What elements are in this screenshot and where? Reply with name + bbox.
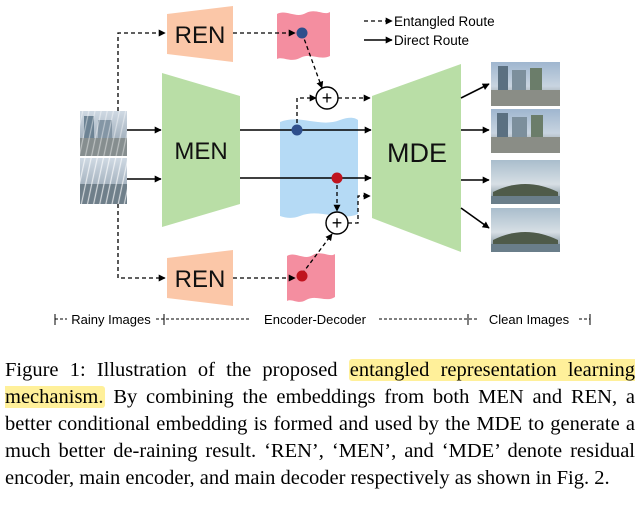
caption-text-before: Illustration of the proposed <box>96 358 338 381</box>
residual-embedding-bottom-shape <box>287 253 335 302</box>
direct-route-mde-to-out1 <box>460 83 490 99</box>
embedding-node-main-upper <box>291 124 303 136</box>
figure-caption: Figure 1: Illustration of the proposed e… <box>5 357 636 492</box>
rainy-image-2 <box>80 158 127 204</box>
rainy-image-1 <box>80 111 127 156</box>
sum-operator-bottom-symbol: + <box>332 213 343 233</box>
entangled-route-embedding-top-to-plus <box>301 32 324 89</box>
direct-route-mde-to-out4 <box>460 207 490 229</box>
stage-label-middle: Encoder-Decoder <box>264 312 367 327</box>
sum-operator-top-symbol: + <box>322 88 333 108</box>
stage-label-input: Rainy Images <box>71 312 151 327</box>
legend-direct-label: Direct Route <box>394 33 469 48</box>
architecture-diagram: REN REN MEN MDE <box>54 6 591 327</box>
embedding-node-top-residual <box>296 27 308 39</box>
men-block <box>162 73 240 227</box>
men-label: MEN <box>174 138 227 165</box>
stage-label-output: Clean Images <box>489 312 570 327</box>
caption-label: Figure 1: <box>5 358 86 381</box>
sum-operator-top: + <box>315 86 339 110</box>
mde-label: MDE <box>387 138 447 168</box>
entangled-route-upper-node-to-plus <box>296 94 317 130</box>
main-embedding-shape <box>280 117 358 218</box>
clean-image-2 <box>491 109 560 153</box>
legend-entangled-label: Entangled Route <box>394 14 495 29</box>
ren-bottom-label: REN <box>175 266 226 293</box>
ren-top-block <box>167 6 233 62</box>
clean-image-4 <box>491 208 560 252</box>
embedding-node-bottom-residual <box>296 270 308 282</box>
legend: Entangled Route Direct Route <box>364 14 495 48</box>
clean-image-1 <box>491 62 560 106</box>
clean-image-3 <box>491 160 560 204</box>
ren-bottom-block <box>167 250 233 306</box>
stage-bracket-ticks <box>54 314 591 325</box>
entangled-route-embedding-bottom-to-plus <box>301 233 333 275</box>
entangled-route-input-to-ren-top <box>117 29 166 111</box>
embedding-node-main-lower <box>331 172 343 184</box>
mde-block <box>372 64 461 252</box>
caption-text-after: By combining the embeddings from both ME… <box>5 385 635 489</box>
sum-operator-bottom: + <box>325 211 349 235</box>
ren-top-label: REN <box>175 22 226 49</box>
entangled-route-plus-bottom-to-mde <box>348 192 371 224</box>
entangled-route-input-to-ren-bottom <box>117 204 166 282</box>
